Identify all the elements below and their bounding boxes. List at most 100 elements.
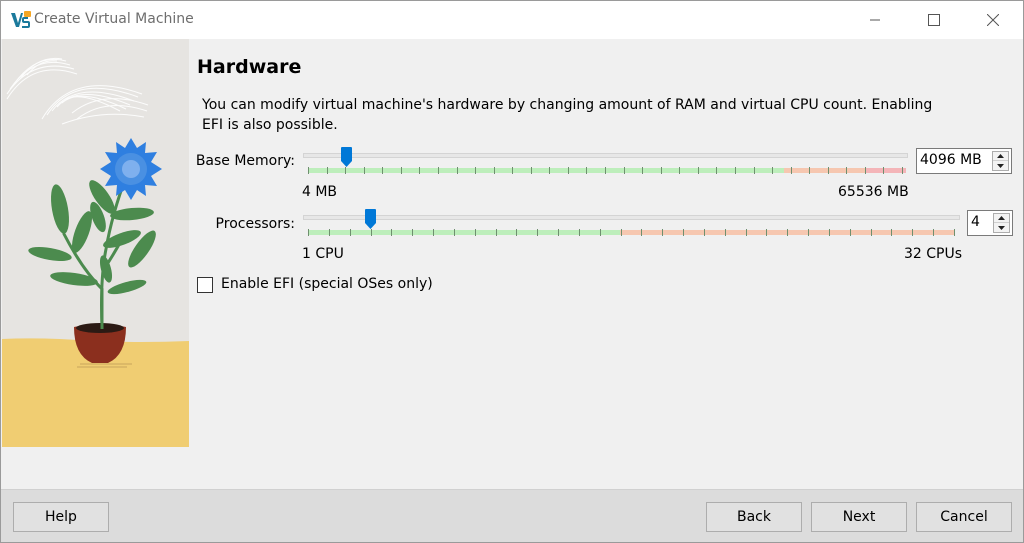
tick-mark	[371, 229, 372, 236]
tick-mark	[382, 167, 383, 174]
memory-spinbox[interactable]: 4096 MB	[916, 148, 1012, 174]
tick-mark	[419, 167, 420, 174]
tick-mark	[846, 167, 847, 174]
tick-mark	[327, 167, 328, 174]
enable-efi-label[interactable]: Enable EFI (special OSes only)	[221, 276, 433, 292]
tick-mark	[600, 229, 601, 236]
processors-slider-thumb[interactable]	[365, 209, 376, 229]
memory-zone-danger	[866, 168, 906, 173]
potted-plant-illustration	[2, 39, 189, 447]
help-button[interactable]: Help	[13, 502, 109, 532]
virtualbox-logo-icon	[11, 11, 31, 28]
tick-mark	[586, 167, 587, 174]
tick-mark	[391, 229, 392, 236]
tick-mark	[772, 167, 773, 174]
memory-zone-recommended	[308, 168, 784, 173]
arrow-up-icon	[998, 216, 1005, 220]
minimize-button[interactable]	[846, 1, 904, 39]
close-icon	[987, 14, 999, 26]
hardware-page: Hardware You can modify virtual machine'…	[189, 39, 1023, 489]
memory-zone-warning	[784, 168, 866, 173]
tick-mark	[568, 167, 569, 174]
tick-mark	[494, 167, 495, 174]
tick-mark	[754, 167, 755, 174]
tick-mark	[531, 167, 532, 174]
cancel-button[interactable]: Cancel	[916, 502, 1012, 532]
next-button[interactable]: Next	[811, 502, 907, 532]
tick-mark	[662, 229, 663, 236]
tick-mark	[698, 167, 699, 174]
tick-mark	[558, 229, 559, 236]
tick-mark	[512, 167, 513, 174]
tick-mark	[401, 167, 402, 174]
tick-mark	[621, 229, 622, 236]
processors-scale	[308, 229, 955, 236]
tick-mark	[735, 167, 736, 174]
tick-mark	[661, 167, 662, 174]
base-memory-slider[interactable]	[303, 147, 911, 177]
wizard-illustration	[2, 39, 189, 447]
tick-mark	[716, 167, 717, 174]
memory-max-label: 65536 MB	[838, 184, 909, 200]
processors-decrement-button[interactable]	[994, 223, 1009, 232]
tick-mark	[746, 229, 747, 236]
tick-mark	[454, 229, 455, 236]
tick-mark	[438, 167, 439, 174]
tick-mark	[902, 167, 903, 174]
tick-mark	[516, 229, 517, 236]
tick-mark	[704, 229, 705, 236]
memory-decrement-button[interactable]	[993, 161, 1008, 170]
tick-mark	[933, 229, 934, 236]
memory-min-label: 4 MB	[302, 184, 338, 200]
tick-mark	[883, 167, 884, 174]
tick-mark	[641, 229, 642, 236]
memory-slider-thumb[interactable]	[341, 147, 352, 167]
title-bar: Create Virtual Machine	[1, 1, 1023, 39]
tick-mark	[829, 229, 830, 236]
tick-mark	[808, 229, 809, 236]
processors-increment-button[interactable]	[994, 214, 1009, 223]
tick-mark	[496, 229, 497, 236]
tick-mark	[624, 167, 625, 174]
tick-mark	[579, 229, 580, 236]
tick-mark	[364, 167, 365, 174]
tick-mark	[912, 229, 913, 236]
processors-spin-arrows	[993, 213, 1010, 233]
arrow-down-icon	[998, 225, 1005, 230]
tick-mark	[766, 229, 767, 236]
maximize-icon	[928, 14, 940, 26]
arrow-down-icon	[997, 163, 1004, 168]
tick-mark	[679, 167, 680, 174]
memory-scale	[308, 167, 906, 174]
slider-groove	[303, 153, 908, 158]
processors-value[interactable]: 4	[971, 214, 980, 230]
enable-efi-checkbox[interactable]	[197, 277, 213, 293]
minimize-icon	[870, 19, 880, 21]
tick-mark	[457, 167, 458, 174]
tick-mark	[605, 167, 606, 174]
memory-increment-button[interactable]	[993, 152, 1008, 161]
tick-mark	[350, 229, 351, 236]
window-title: Create Virtual Machine	[34, 11, 194, 27]
processors-zone-recommended	[308, 230, 620, 235]
tick-mark	[865, 167, 866, 174]
processors-label: Processors:	[215, 216, 295, 232]
tick-mark	[549, 167, 550, 174]
processors-max-label: 32 CPUs	[904, 246, 963, 262]
maximize-button[interactable]	[905, 1, 963, 39]
tick-mark	[683, 229, 684, 236]
processors-spinbox[interactable]: 4	[967, 210, 1013, 236]
back-button[interactable]: Back	[706, 502, 802, 532]
tick-mark	[329, 229, 330, 236]
processors-slider[interactable]	[303, 209, 963, 239]
memory-spin-arrows	[992, 151, 1009, 171]
tick-mark	[850, 229, 851, 236]
tick-mark	[537, 229, 538, 236]
close-button[interactable]	[964, 1, 1022, 39]
tick-mark	[308, 167, 309, 174]
tick-mark	[642, 167, 643, 174]
tick-mark	[412, 229, 413, 236]
memory-value[interactable]: 4096 MB	[920, 152, 982, 168]
tick-mark	[475, 229, 476, 236]
